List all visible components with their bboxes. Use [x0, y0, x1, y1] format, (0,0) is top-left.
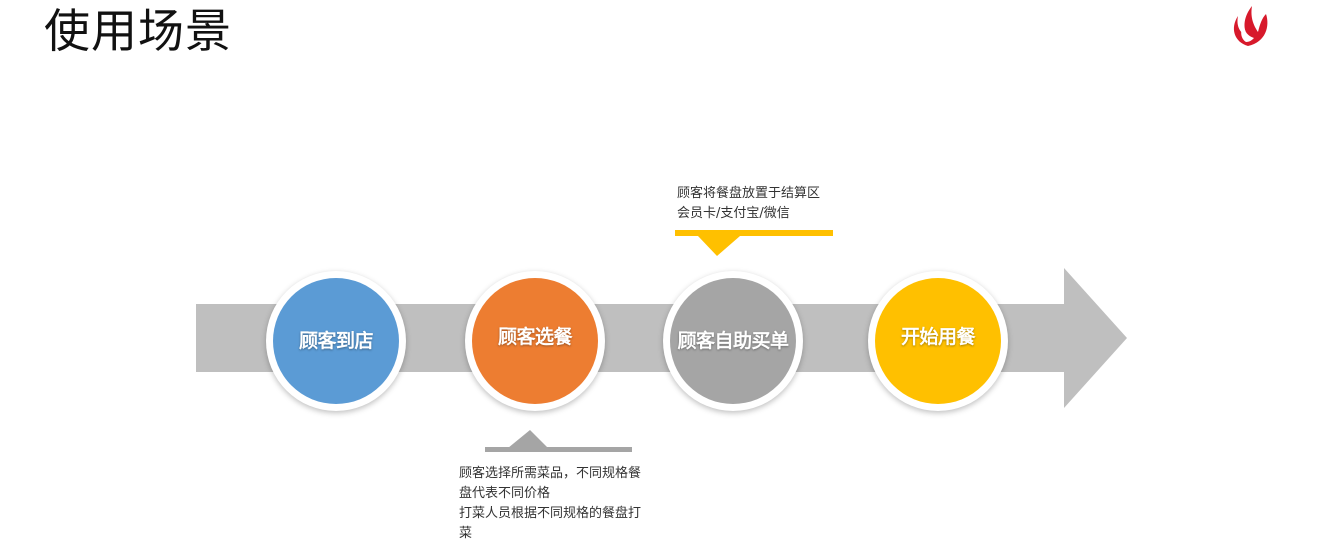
- callout-line: 盘代表不同价格: [459, 486, 551, 501]
- callout-bottom-text: 顾客选择所需菜品，不同规格餐 盘代表不同价格 打菜人员根据不同规格的餐盘打 菜: [459, 464, 641, 544]
- step-fill: 开始用餐: [875, 278, 1001, 404]
- step-fill: 顾客选餐: [472, 278, 598, 404]
- callout-line: 会员卡/支付宝/微信: [677, 206, 790, 221]
- step-label: 顾客自助买单: [677, 329, 789, 352]
- callout-top-bar: [675, 230, 833, 236]
- callout-line: 顾客选择所需菜品，不同规格餐: [459, 466, 642, 481]
- step-label: 顾客选餐: [497, 325, 573, 348]
- step-label: 顾客到店: [298, 329, 374, 352]
- callout-bottom-pointer: [508, 430, 548, 448]
- callout-line: 顾客将餐盘放置于结算区: [677, 186, 821, 201]
- callout-line: 打菜人员根据不同规格的餐盘打: [459, 506, 642, 521]
- flame-logo-icon: [1233, 6, 1268, 46]
- step-fill: 顾客自助买单: [670, 278, 796, 404]
- step-circle-dine: 开始用餐: [868, 271, 1008, 411]
- callout-bottom-bar: [485, 447, 632, 452]
- step-circle-checkout: 顾客自助买单: [663, 271, 803, 411]
- callout-top-pointer: [698, 236, 740, 256]
- step-circle-arrive: 顾客到店: [266, 271, 406, 411]
- step-label: 开始用餐: [900, 325, 976, 348]
- step-fill: 顾客到店: [273, 278, 399, 404]
- callout-top-text: 顾客将餐盘放置于结算区 会员卡/支付宝/微信: [677, 184, 820, 224]
- page-title: 使用场景: [44, 4, 232, 58]
- callout-line: 菜: [459, 526, 473, 541]
- step-circle-select: 顾客选餐: [465, 271, 605, 411]
